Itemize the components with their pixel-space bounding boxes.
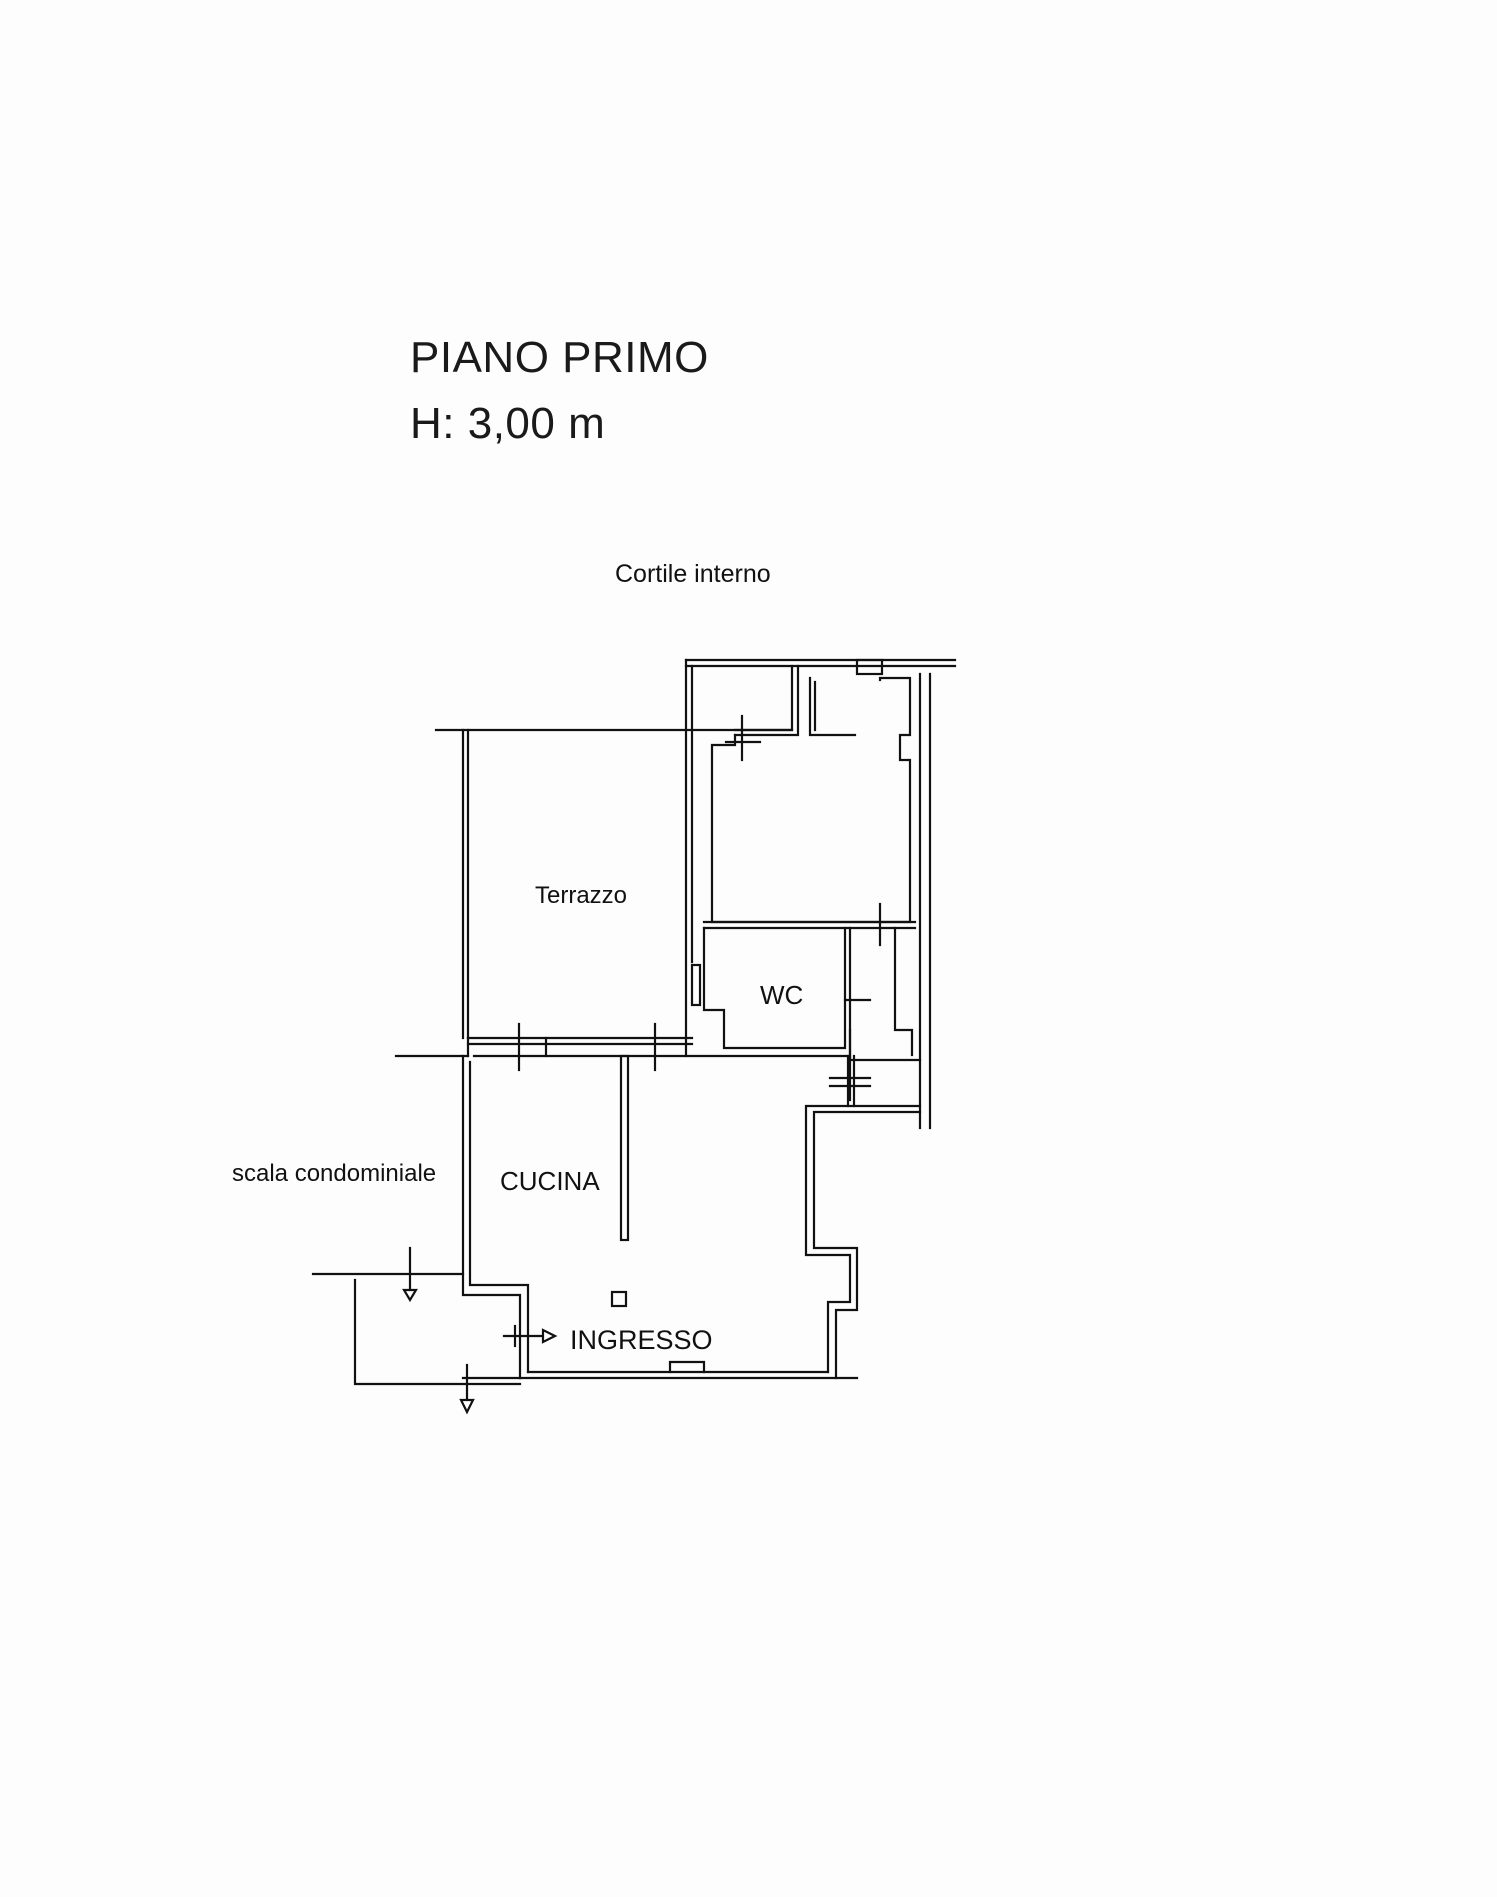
plan-title: PIANO PRIMO H: 3,00 m [410, 325, 709, 457]
stair-area [311, 1272, 522, 1386]
ceiling-height: H: 3,00 m [410, 399, 606, 448]
wc-room [690, 926, 922, 1062]
column-marker [610, 1290, 628, 1308]
label-cucina: CUCINA [500, 1166, 600, 1196]
label-scala-condominiale: scala condominiale [232, 1160, 437, 1187]
label-wc: WC [760, 980, 804, 1010]
label-terrazzo: Terrazzo [535, 882, 628, 909]
entrance-arrow-icon [502, 1324, 558, 1348]
floor-name: PIANO PRIMO [410, 333, 709, 382]
lower-apartment [461, 1054, 922, 1380]
terrazzo-outline [434, 728, 794, 1040]
stair-arrows [402, 1246, 475, 1415]
label-ingresso: INGRESSO [570, 1325, 713, 1355]
door-markers [517, 714, 882, 1102]
label-cortile-interno: Cortile interno [615, 560, 771, 588]
